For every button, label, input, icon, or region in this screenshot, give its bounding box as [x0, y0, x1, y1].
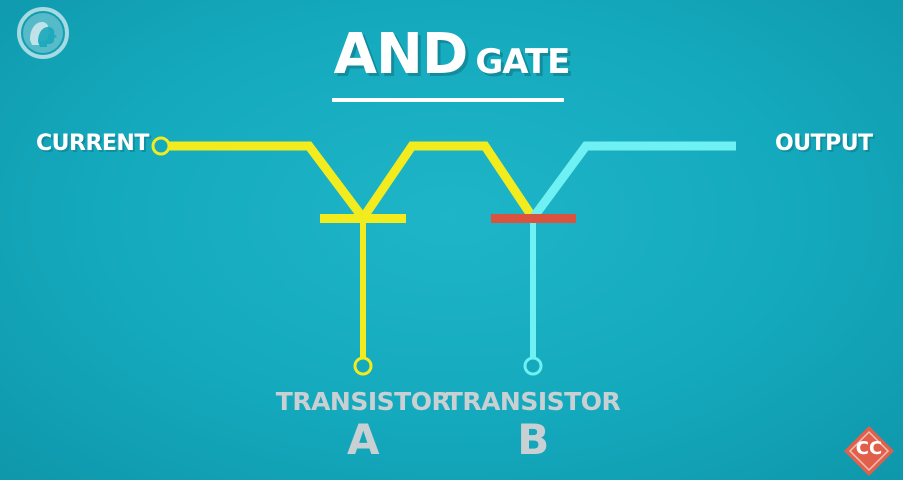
- transistor-b-letter: B: [517, 415, 549, 464]
- transistor-a-letter: A: [346, 415, 380, 464]
- current-terminal: [151, 136, 171, 156]
- crash-course-icon: CC: [842, 424, 896, 478]
- title-main: AND: [333, 22, 469, 87]
- pbs-logo-icon: [17, 7, 69, 59]
- title-underline: [332, 98, 564, 102]
- current-wire: [169, 141, 537, 226]
- output-label: OUTPUT: [775, 131, 873, 156]
- current-label: CURRENT: [36, 131, 149, 156]
- output-wire: [529, 141, 736, 221]
- transistor-a-word: TRANSISTOR: [275, 387, 451, 416]
- transistor-b-word: TRANSISTOR: [445, 387, 621, 416]
- badge-text: CC: [855, 438, 883, 459]
- title-secondary: GATE: [475, 42, 570, 82]
- transistor-b-label: TRANSISTOR B: [443, 388, 623, 464]
- transistor-b-gate: [491, 214, 576, 223]
- transistor-a-gate: [320, 214, 406, 223]
- transistor-b-terminal: [523, 356, 543, 376]
- transistor-a-label: TRANSISTOR A: [273, 388, 453, 464]
- transistor-a-terminal: [353, 356, 373, 376]
